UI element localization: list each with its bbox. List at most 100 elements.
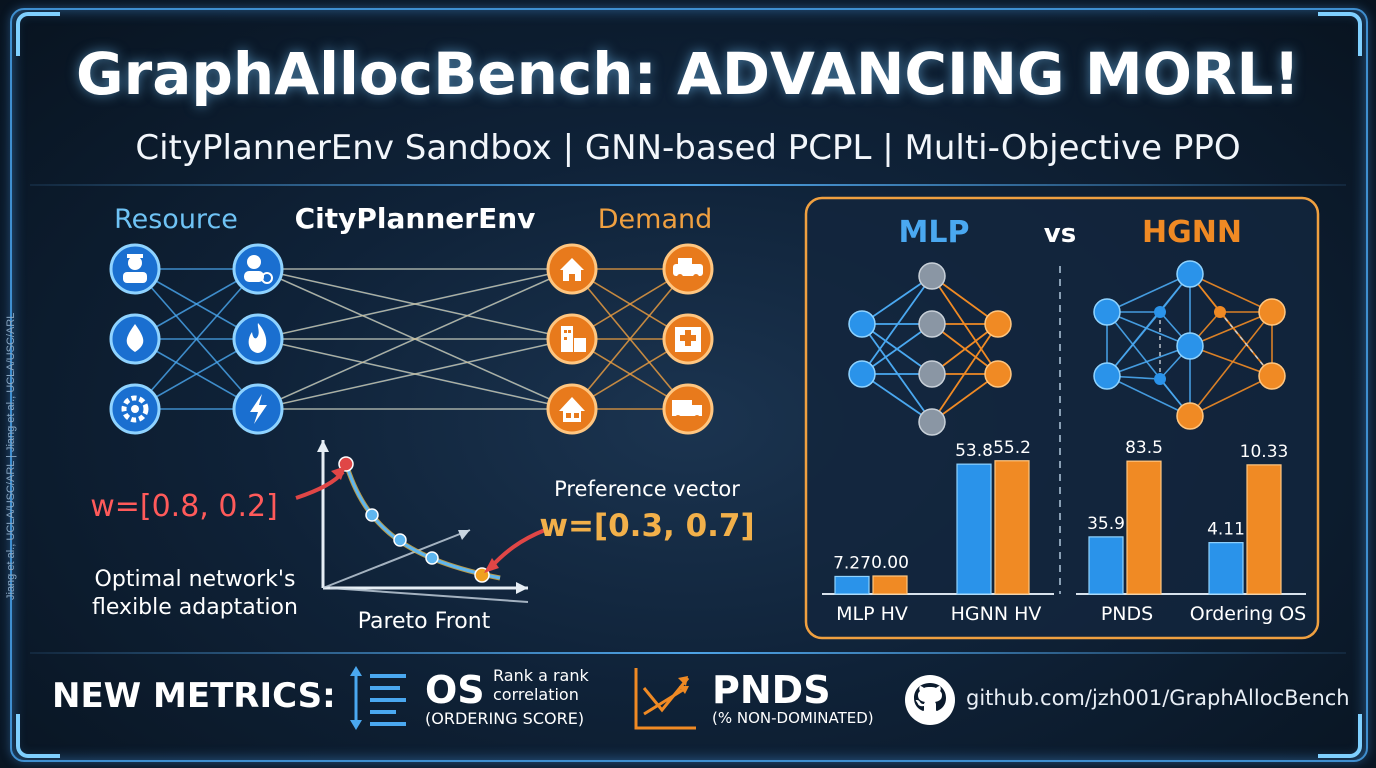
water-drop-icon	[109, 313, 161, 365]
demand-label: Demand	[598, 204, 713, 235]
hgnn-edge	[1106, 311, 1191, 347]
os-desc-line: correlation	[493, 685, 579, 704]
page-title: GraphAllocBench: ADVANCING MORL!	[76, 40, 1300, 108]
pareto-front-label: Pareto Front	[358, 609, 491, 634]
lightning-icon	[232, 383, 284, 435]
network-edge	[257, 268, 573, 410]
bar-value-label: 10.33	[1240, 442, 1289, 462]
os-desc-line: Rank a rank	[493, 666, 589, 685]
hgnn-edge	[1106, 311, 1191, 417]
os-subtitle: (ORDERING SCORE)	[425, 709, 585, 728]
hgnn-edge	[1106, 273, 1191, 313]
ambulance-icon	[662, 243, 714, 295]
hgnn-edge	[1189, 273, 1273, 313]
pareto-plot	[295, 440, 546, 603]
hospital-icon	[662, 313, 714, 365]
network-edge	[257, 268, 573, 340]
hgnn-node	[1093, 362, 1121, 390]
weight-right: w=[0.3, 0.7]	[539, 508, 754, 544]
new-metrics-label: NEW METRICS:	[52, 676, 336, 716]
network-edge	[134, 268, 259, 410]
network-diagram: Resource CityPlannerEnv Demand w=[0.8, 0…	[90, 202, 754, 634]
hgnn-edge	[1189, 345, 1273, 377]
hgnn-edge	[1189, 311, 1273, 417]
mlp-label: MLP	[899, 215, 970, 250]
network-edge	[257, 338, 573, 410]
mlp-edge	[931, 323, 999, 375]
frame-corner	[1318, 714, 1362, 758]
bar	[1088, 536, 1124, 595]
network-edge	[257, 268, 573, 340]
bar-category-label: HGNN HV	[951, 603, 1042, 625]
worker-icon	[109, 243, 161, 295]
mlp-node	[984, 310, 1012, 338]
mlp-node	[918, 360, 946, 388]
mlp-edge	[861, 275, 933, 375]
mlp-node	[848, 360, 876, 388]
hgnn-edge	[1106, 345, 1191, 377]
ordering-icon	[350, 666, 406, 730]
bar-value-label: 35.9	[1087, 514, 1125, 534]
hgnn-edge	[1189, 375, 1273, 417]
mlp-node	[848, 310, 876, 338]
github-icon[interactable]	[904, 674, 956, 726]
mlp-node	[984, 360, 1012, 388]
gear-icon	[109, 383, 161, 435]
divider	[30, 184, 1346, 186]
hgnn-node	[1093, 298, 1121, 326]
network-edge	[257, 268, 573, 340]
hgnn-node	[1176, 332, 1204, 360]
hgnn-node	[1176, 402, 1204, 430]
hgnn-network	[1093, 260, 1286, 430]
bar	[994, 460, 1030, 595]
network-edge	[571, 268, 689, 410]
home-icon	[546, 383, 598, 435]
network-edge	[257, 268, 573, 410]
network-edge	[257, 268, 573, 410]
hgnn-edge	[1189, 311, 1273, 347]
preference-label: Preference vector	[554, 477, 740, 501]
mlp-network	[848, 262, 1012, 436]
mlp-edge	[931, 323, 999, 423]
mlp-edge	[931, 275, 999, 375]
divider	[30, 652, 1346, 654]
frame-corner	[16, 714, 60, 758]
weight-left: w=[0.8, 0.2]	[90, 489, 278, 524]
frame-corner	[16, 12, 60, 56]
fire-icon	[232, 313, 284, 365]
bar-category-label: Ordering OS	[1190, 603, 1306, 625]
env-label: CityPlannerEnv	[295, 202, 536, 235]
bar-category-label: PNDS	[1101, 603, 1153, 625]
hgnn-edge	[1106, 375, 1191, 417]
bar-value-label: 7.27	[833, 553, 871, 573]
bar-value-label: 55.2	[993, 438, 1031, 458]
github-link[interactable]: github.com/jzh001/GraphAllocBench	[966, 686, 1350, 710]
network-edge	[257, 338, 573, 410]
adapt-line-2: flexible adaptation	[92, 595, 298, 620]
mlp-edge	[861, 373, 933, 423]
bar	[834, 575, 870, 595]
hgnn-node	[1214, 306, 1226, 318]
adapt-line-1: Optimal network's	[95, 567, 296, 592]
hgnn-node	[1154, 306, 1166, 318]
vs-label: vs	[1044, 219, 1076, 249]
hgnn-node	[1258, 298, 1286, 326]
mlp-node	[918, 262, 946, 290]
bar-category-label: MLP HV	[836, 603, 908, 625]
frame-corner	[1318, 12, 1362, 56]
hgnn-label: HGNN	[1142, 215, 1242, 250]
truck-icon	[662, 383, 714, 435]
bar	[872, 575, 908, 595]
bar-value-label: 0.00	[871, 553, 909, 573]
mlp-node	[918, 310, 946, 338]
pnds-icon	[634, 668, 696, 730]
outer-frame	[10, 8, 1368, 762]
bar-value-label: 53.8	[955, 441, 993, 461]
user-gear-icon	[232, 243, 284, 295]
bar	[956, 463, 992, 595]
hgnn-node	[1154, 373, 1166, 385]
bar-value-label: 83.5	[1125, 438, 1163, 458]
building-icon	[546, 313, 598, 365]
